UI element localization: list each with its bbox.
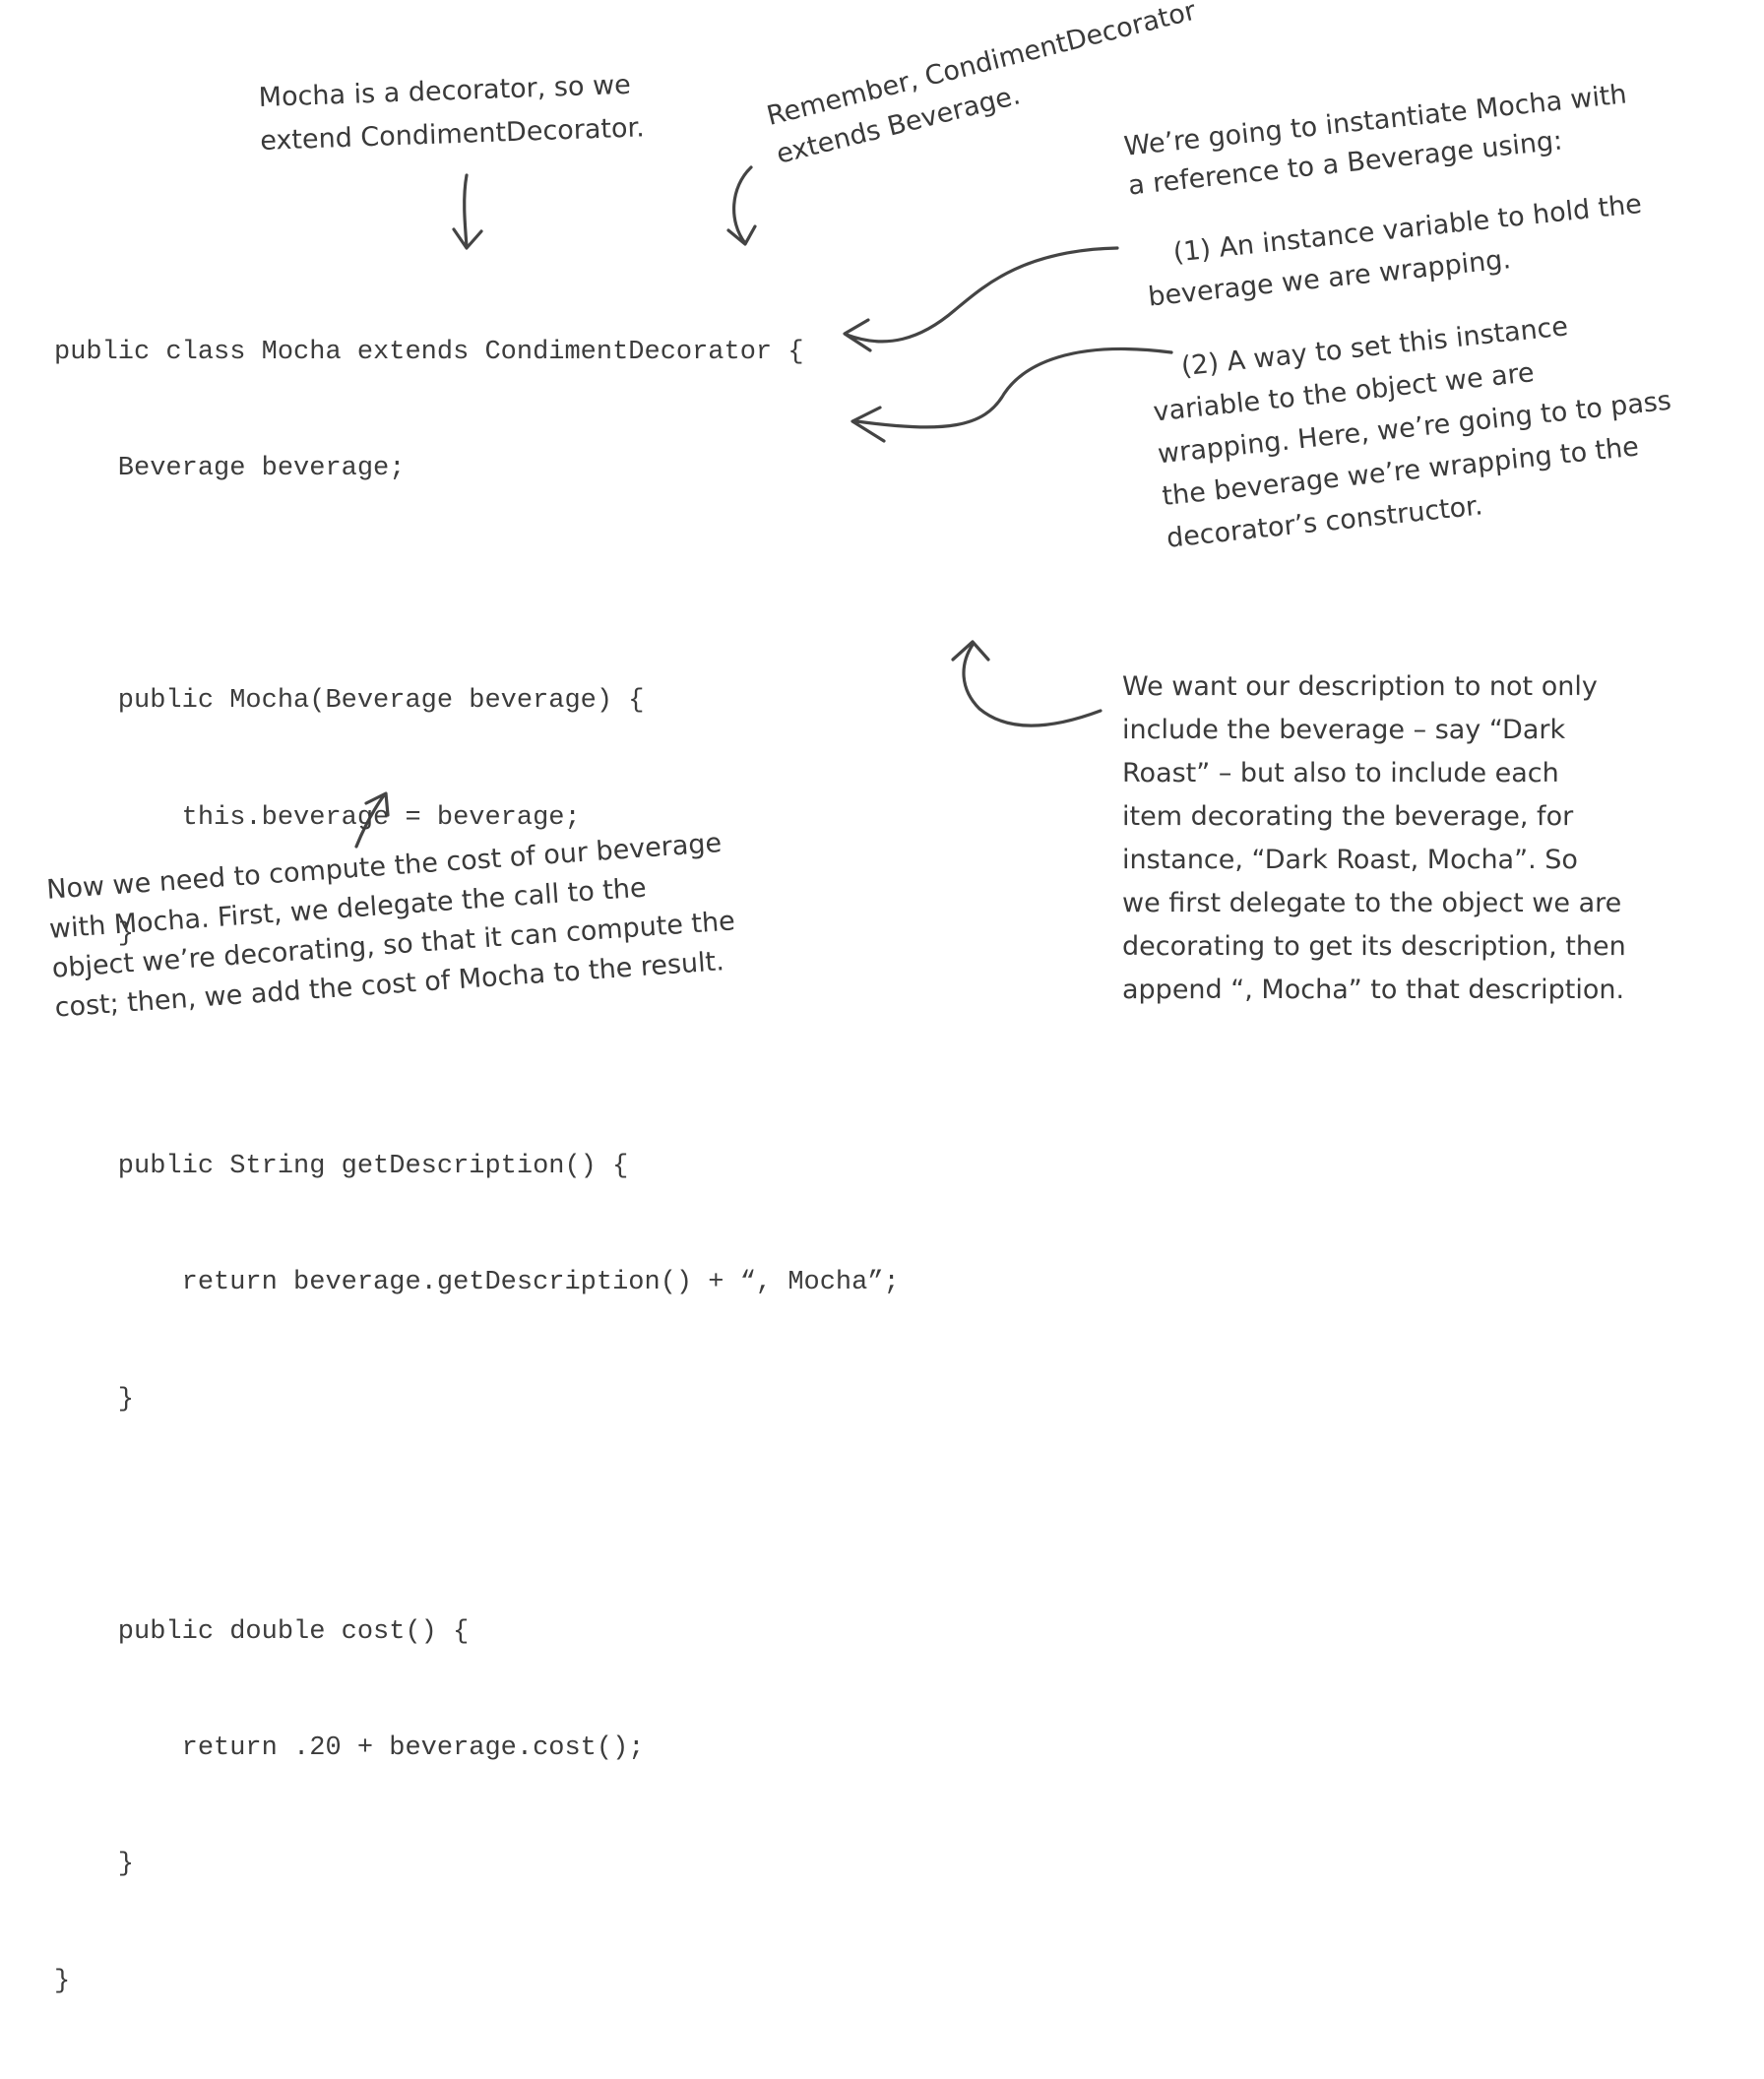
diagram-canvas: public class Mocha extends CondimentDeco… [45, 0, 1672, 1996]
code-line: return .20 + beverage.cost(); [54, 1733, 645, 1764]
annotation-line: Roast” – but also to include each [1122, 758, 1559, 788]
code-line: public String getDescription() { [54, 1152, 629, 1182]
code-line: } [54, 1850, 135, 1880]
annotation-line: include the beverage – say “Dark [1122, 715, 1566, 745]
arrow-decorator [452, 173, 483, 250]
arrow-remember [726, 165, 757, 246]
arrow-instance-variable [843, 246, 1119, 352]
annotation-line: instance, “Dark Roast, Mocha”. So [1122, 845, 1578, 875]
annotation-line: decorating to get its description, then [1122, 931, 1626, 962]
code-line: } [54, 1384, 135, 1415]
arrow-constructor [850, 346, 1173, 443]
arrow-cost [354, 791, 390, 849]
code-line: Beverage beverage; [54, 454, 406, 484]
code-line: public Mocha(Beverage beverage) { [54, 686, 645, 717]
annotation-line: we first delegate to the object we are [1122, 888, 1622, 918]
annotation-description: We want our description to not only incl… [1122, 665, 1626, 1012]
code-line: return beverage.getDescription() + “, Mo… [54, 1268, 900, 1298]
code-line [54, 1032, 900, 1070]
code-line: } [54, 1966, 71, 1996]
code-listing: public class Mocha extends CondimentDeco… [54, 256, 900, 2079]
code-line: public class Mocha extends CondimentDeco… [54, 337, 804, 367]
annotation-decorator: Mocha is a decorator, so we extend Condi… [258, 63, 645, 163]
annotation-line: item decorating the beverage, for [1122, 801, 1574, 832]
annotation-line: append “, Mocha” to that description. [1122, 975, 1625, 1005]
code-line [54, 1497, 900, 1536]
code-line: public double cost() { [54, 1617, 470, 1648]
code-line: this.beverage = beverage; [54, 802, 581, 833]
arrows-layer [354, 165, 1173, 849]
code-line [54, 566, 900, 604]
code-line: } [54, 918, 135, 949]
arrow-description [951, 640, 1102, 727]
annotation-line: We want our description to not only [1122, 671, 1598, 702]
